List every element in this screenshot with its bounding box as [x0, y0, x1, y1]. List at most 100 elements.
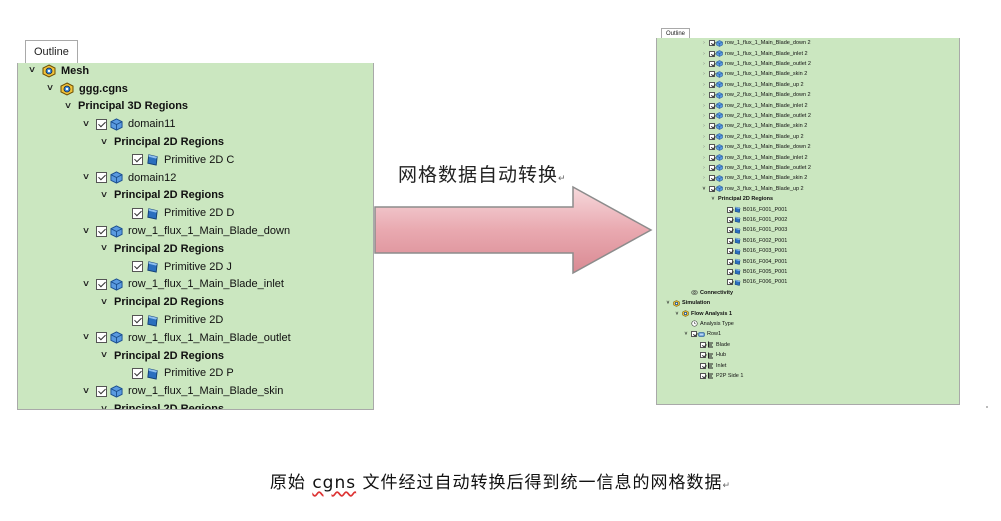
visibility-checkbox[interactable] [709, 92, 715, 99]
visibility-checkbox[interactable] [132, 367, 143, 379]
chevron-down-icon[interactable]: ˅ [101, 350, 107, 362]
chevron-down-icon[interactable]: ˅ [65, 100, 71, 112]
tree-row[interactable]: ˅Principal 3D Regions [62, 98, 188, 116]
tree-row[interactable]: ˅Mesh [26, 63, 89, 80]
tree-row[interactable]: B016_F001_P002 [719, 215, 787, 225]
chevron-down-icon[interactable]: ˅ [29, 65, 35, 77]
visibility-checkbox[interactable] [709, 133, 715, 140]
chevron-right-icon[interactable]: › [703, 133, 705, 140]
visibility-checkbox[interactable] [96, 225, 107, 237]
visibility-checkbox[interactable] [132, 314, 143, 326]
chevron-down-icon[interactable]: ˅ [101, 189, 107, 201]
tree-row[interactable]: ›row_1_flux_1_Main_Blade_skin 2 [701, 69, 807, 79]
visibility-checkbox[interactable] [96, 278, 107, 290]
chevron-right-icon[interactable]: › [703, 60, 705, 67]
chevron-right-icon[interactable]: › [703, 123, 705, 130]
tree-row[interactable]: ›row_2_flux_1_Main_Blade_down 2 [701, 90, 811, 100]
visibility-checkbox[interactable] [96, 332, 107, 344]
tree-row[interactable]: Primitive 2D [116, 311, 223, 329]
outline-tree[interactable]: ˅Mesh˅ggg.cgns˅Principal 3D Regions˅doma… [17, 63, 374, 410]
chevron-down-icon[interactable]: ˅ [83, 225, 89, 237]
visibility-checkbox[interactable] [709, 144, 715, 151]
chevron-down-icon[interactable]: ˅ [711, 196, 715, 203]
chevron-down-icon[interactable]: ˅ [101, 136, 107, 148]
chevron-right-icon[interactable]: › [703, 144, 705, 151]
tree-row[interactable]: Analysis Type [683, 319, 734, 329]
tree-row[interactable]: ˅row_1_flux_1_Main_Blade_skin [80, 382, 283, 400]
chevron-right-icon[interactable]: › [703, 154, 705, 161]
chevron-down-icon[interactable]: ˅ [83, 172, 89, 184]
tree-row[interactable]: ˅domain11 [80, 115, 176, 133]
visibility-checkbox[interactable] [132, 261, 143, 273]
visibility-checkbox[interactable] [709, 102, 715, 109]
chevron-right-icon[interactable]: › [703, 71, 705, 78]
tree-row[interactable]: B016_F005_P001 [719, 267, 787, 277]
visibility-checkbox[interactable] [709, 81, 715, 88]
visibility-checkbox[interactable] [700, 372, 706, 379]
tree-row[interactable]: ˅domain12 [80, 169, 176, 187]
tree-row[interactable]: ›row_3_flux_1_Main_Blade_inlet 2 [701, 152, 808, 162]
visibility-checkbox[interactable] [709, 154, 715, 161]
tree-row[interactable]: ›row_1_flux_1_Main_Blade_outlet 2 [701, 59, 811, 69]
chevron-down-icon[interactable]: ˅ [47, 83, 53, 95]
tree-row[interactable]: ›row_3_flux_1_Main_Blade_skin 2 [701, 173, 807, 183]
tree-row[interactable]: Primitive 2D D [116, 204, 234, 222]
chevron-down-icon[interactable]: ˅ [675, 310, 679, 317]
tree-row[interactable]: ˅row_1_flux_1_Main_Blade_inlet [80, 276, 284, 294]
tree-row[interactable]: ˅row_1_flux_1_Main_Blade_outlet [80, 329, 291, 347]
visibility-checkbox[interactable] [691, 331, 697, 338]
tree-row[interactable]: ˅row_1_flux_1_Main_Blade_down [80, 222, 290, 240]
tree-row[interactable]: ›row_2_flux_1_Main_Blade_inlet 2 [701, 100, 808, 110]
tree-row[interactable]: Primitive 2D J [116, 258, 232, 276]
tab-outline[interactable]: Outline [25, 40, 78, 63]
visibility-checkbox[interactable] [96, 172, 107, 184]
tree-row[interactable]: ›row_2_flux_1_Main_Blade_up 2 [701, 132, 804, 142]
chevron-down-icon[interactable]: ˅ [83, 385, 89, 397]
visibility-checkbox[interactable] [700, 352, 706, 359]
visibility-checkbox[interactable] [709, 50, 715, 57]
visibility-checkbox[interactable] [727, 237, 733, 244]
tree-row[interactable]: ›row_3_flux_1_Main_Blade_down 2 [701, 142, 811, 152]
visibility-checkbox[interactable] [96, 118, 107, 130]
visibility-checkbox[interactable] [727, 206, 733, 213]
tree-row[interactable]: B016_F001_P003 [719, 225, 787, 235]
tree-row[interactable]: ˅Principal 2D Regions [98, 133, 224, 151]
chevron-right-icon[interactable]: › [703, 50, 705, 57]
tree-row[interactable]: ˅Row1 [683, 329, 721, 339]
tree-row[interactable]: ˅Principal 2D Regions [98, 400, 224, 409]
visibility-checkbox[interactable] [700, 362, 706, 369]
visibility-checkbox[interactable] [709, 112, 715, 119]
chevron-down-icon[interactable]: ˅ [684, 331, 688, 338]
tree-row[interactable]: B016_F001_P001 [719, 204, 787, 214]
chevron-down-icon[interactable]: ˅ [83, 332, 89, 344]
tree-row[interactable]: ˅ggg.cgns [44, 80, 128, 98]
visibility-checkbox[interactable] [727, 268, 733, 275]
outline-tree[interactable]: ›row_1_flux_1_Main_Blade_down 2›row_1_fl… [656, 38, 960, 405]
chevron-down-icon[interactable]: ˅ [83, 118, 89, 130]
visibility-checkbox[interactable] [709, 71, 715, 78]
chevron-down-icon[interactable]: ˅ [83, 278, 89, 290]
chevron-right-icon[interactable]: › [703, 112, 705, 119]
tree-row[interactable]: ›row_1_flux_1_Main_Blade_up 2 [701, 80, 804, 90]
visibility-checkbox[interactable] [132, 207, 143, 219]
tree-row[interactable]: ˅row_3_flux_1_Main_Blade_up 2 [701, 184, 804, 194]
visibility-checkbox[interactable] [709, 164, 715, 171]
tree-row[interactable]: ›row_1_flux_1_Main_Blade_inlet 2 [701, 48, 808, 58]
chevron-down-icon[interactable]: ˅ [666, 300, 670, 307]
visibility-checkbox[interactable] [727, 258, 733, 265]
visibility-checkbox[interactable] [709, 185, 715, 192]
visibility-checkbox[interactable] [727, 216, 733, 223]
tree-row[interactable]: Inlet [692, 360, 726, 370]
tree-row[interactable]: B016_F006_P001 [719, 277, 787, 287]
tree-row[interactable]: P2P Side 1 [692, 371, 743, 381]
visibility-checkbox[interactable] [727, 248, 733, 255]
tree-row[interactable]: B016_F004_P001 [719, 256, 787, 266]
chevron-down-icon[interactable]: ˅ [101, 243, 107, 255]
chevron-right-icon[interactable]: › [703, 92, 705, 99]
tree-row[interactable]: ˅Flow Analysis 1 [674, 308, 732, 318]
tree-row[interactable]: Blade [692, 340, 730, 350]
visibility-checkbox[interactable] [132, 154, 143, 166]
tree-row[interactable]: ˅Principal 2D Regions [98, 347, 224, 365]
tree-row[interactable]: ›row_2_flux_1_Main_Blade_skin 2 [701, 121, 807, 131]
visibility-checkbox[interactable] [709, 60, 715, 67]
